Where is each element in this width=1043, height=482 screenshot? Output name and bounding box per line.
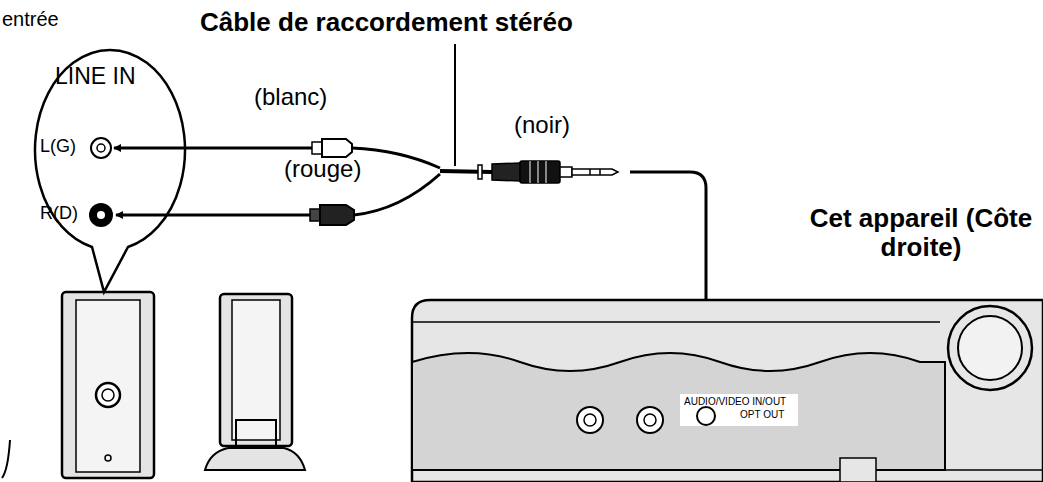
jack-label: OPT OUT xyxy=(740,409,784,420)
arrow xyxy=(114,147,312,150)
channel-label: R(D) xyxy=(40,204,78,224)
label: (rouge) xyxy=(284,156,361,182)
arrow xyxy=(116,214,310,217)
cable-label: Câble de raccordement stéréo xyxy=(200,8,573,37)
label: (noir) xyxy=(514,112,570,138)
speaker xyxy=(62,292,154,478)
callout: LINE IN L(G) R(D) xyxy=(35,50,185,248)
speaker-edge xyxy=(2,440,10,478)
device: Cet appareil (Côte droite) AUDIO/VIDEO IN… xyxy=(560,198,1040,482)
callout-bubble xyxy=(35,50,185,292)
port-label: LINE IN xyxy=(55,64,136,89)
channel-label: L(G) xyxy=(40,137,76,157)
label: entrée xyxy=(2,8,59,30)
device-title: Cet appareil (Côte droite) xyxy=(806,204,1036,261)
speaker xyxy=(205,294,305,470)
label: (blanc) xyxy=(254,84,327,110)
leader-line xyxy=(454,44,456,166)
device-body xyxy=(412,300,1043,482)
jack xyxy=(89,138,113,227)
jack-label: AUDIO/VIDEO IN/OUT xyxy=(684,396,786,407)
